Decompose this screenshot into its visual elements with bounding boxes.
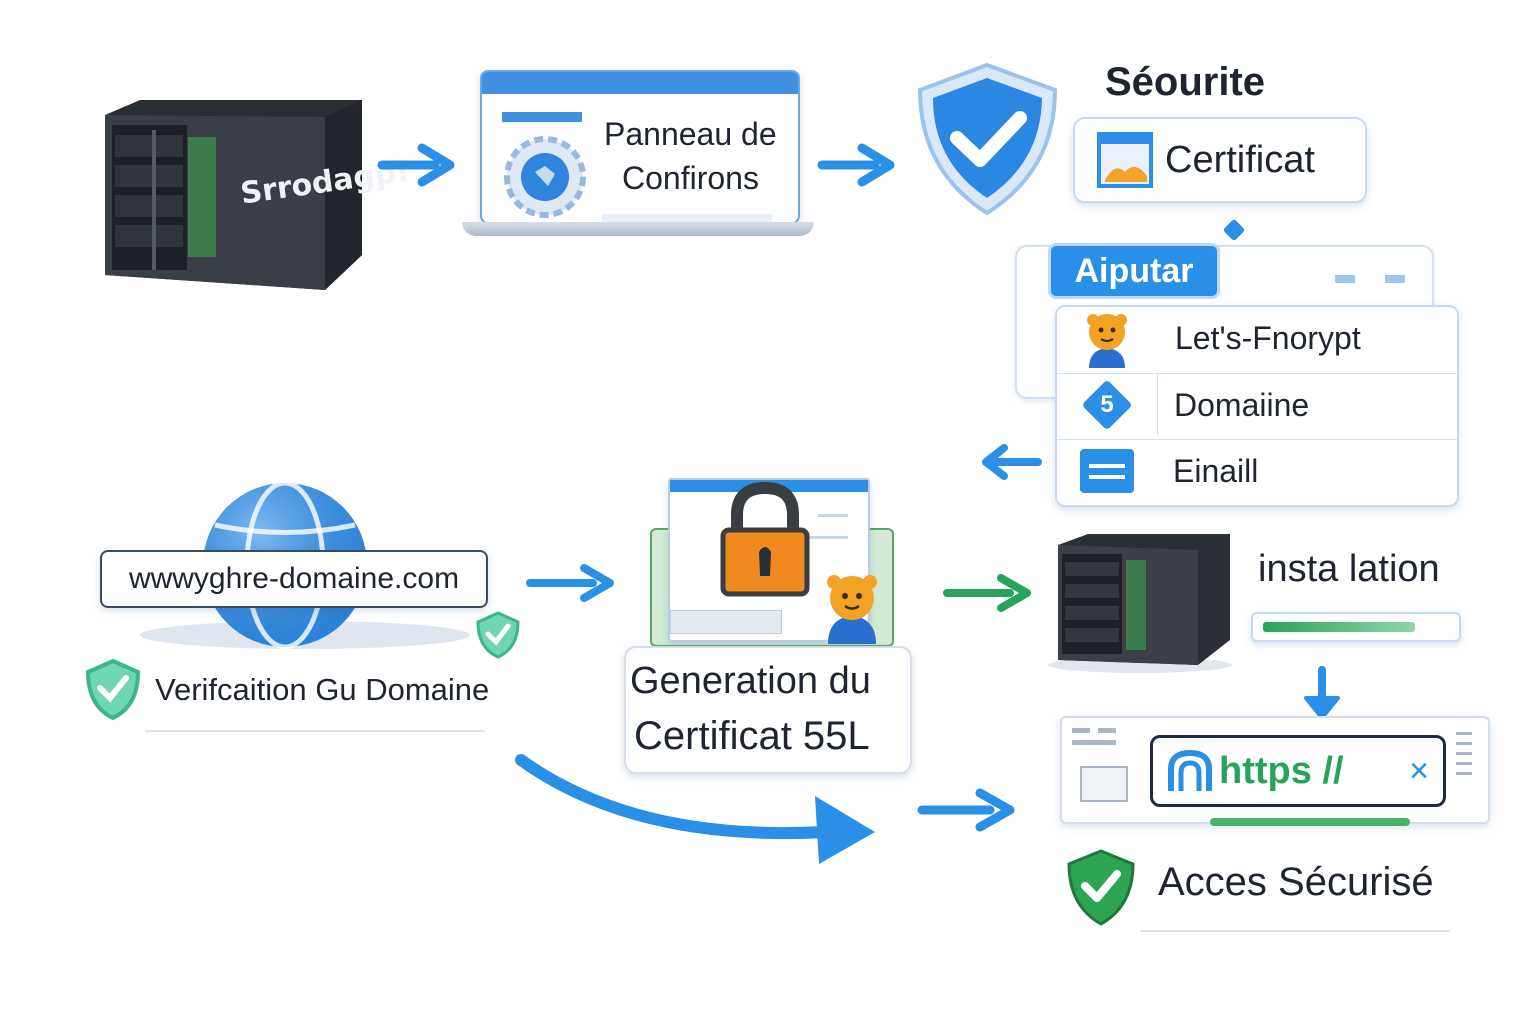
certificate-icon [1097,132,1153,188]
arrow-right-icon [526,564,614,602]
generation-window [640,478,894,653]
generation-line1: Generation du [630,660,871,702]
certificate-label: Certificat [1165,138,1315,181]
gear-globe-icon [504,136,586,218]
curved-arrow-icon [515,754,875,864]
list-item-label: Let's-Fnorypt [1175,319,1361,356]
padlock-icon [720,481,810,597]
panel-title-line2: Confirons [622,160,759,196]
divider [1140,930,1450,932]
browser-address-bar[interactable]: https // × [1150,735,1446,807]
domain-verification-label: Verifcaition Gu Domaine [155,672,490,707]
security-title: Séourite [1105,60,1266,104]
arrow-right-icon [377,143,455,187]
list-item-domain[interactable]: 5 Domaiine [1057,373,1457,436]
mascot-icon [1087,314,1127,368]
connector-diamond [1222,218,1246,242]
control-panel-window: Panneau de Confirons [462,70,814,236]
list-item-label: Domaiine [1174,386,1310,423]
server-box: Srrodagp! [100,95,412,295]
access-label: Acces Sécurisé [1158,860,1434,904]
certificate-card: Certificat [1073,117,1367,203]
check-badge-icon [476,611,520,659]
arrow-down-icon [1304,666,1340,720]
installation-label: insta lation [1258,548,1440,590]
add-button[interactable]: Aiputar [1048,243,1220,299]
arrow-left-icon [982,444,1042,480]
form-list: Let's-Fnorypt 5 Domaiine Einaill [1055,305,1459,507]
arrow-right-icon [817,143,895,187]
badge-number: 5 [1100,391,1114,418]
installation-progress-fill [1263,622,1415,632]
generation-line2: Certificat 55L [634,714,870,758]
panel-title-line1: Panneau de [604,116,777,152]
generation-card: Generation du Certificat 55L [624,646,912,774]
check-badge-icon [85,658,141,721]
badge-icon: 5 [1081,379,1133,431]
installation-progress-bar [1251,612,1461,642]
server-icon [1048,534,1232,673]
arrow-right-icon [917,788,1015,832]
green-wave [1210,818,1410,826]
shield-check-icon [1067,849,1135,926]
domain-url: wwwyghre-domaine.com [128,562,460,595]
close-icon[interactable]: × [1409,751,1429,790]
list-item-label: Einaill [1173,452,1259,489]
email-icon [1080,449,1134,493]
lock-icon [1168,749,1212,791]
divider [145,730,485,732]
arrow-right-icon [943,574,1031,612]
list-item-letsencrypt[interactable]: Let's-Fnorypt [1057,307,1457,369]
shield-check-icon [917,62,1058,216]
domain-url-field[interactable]: wwwyghre-domaine.com [100,550,488,608]
list-item-email[interactable]: Einaill [1057,439,1457,502]
https-text: https // [1219,749,1344,792]
mascot-icon [827,575,877,644]
